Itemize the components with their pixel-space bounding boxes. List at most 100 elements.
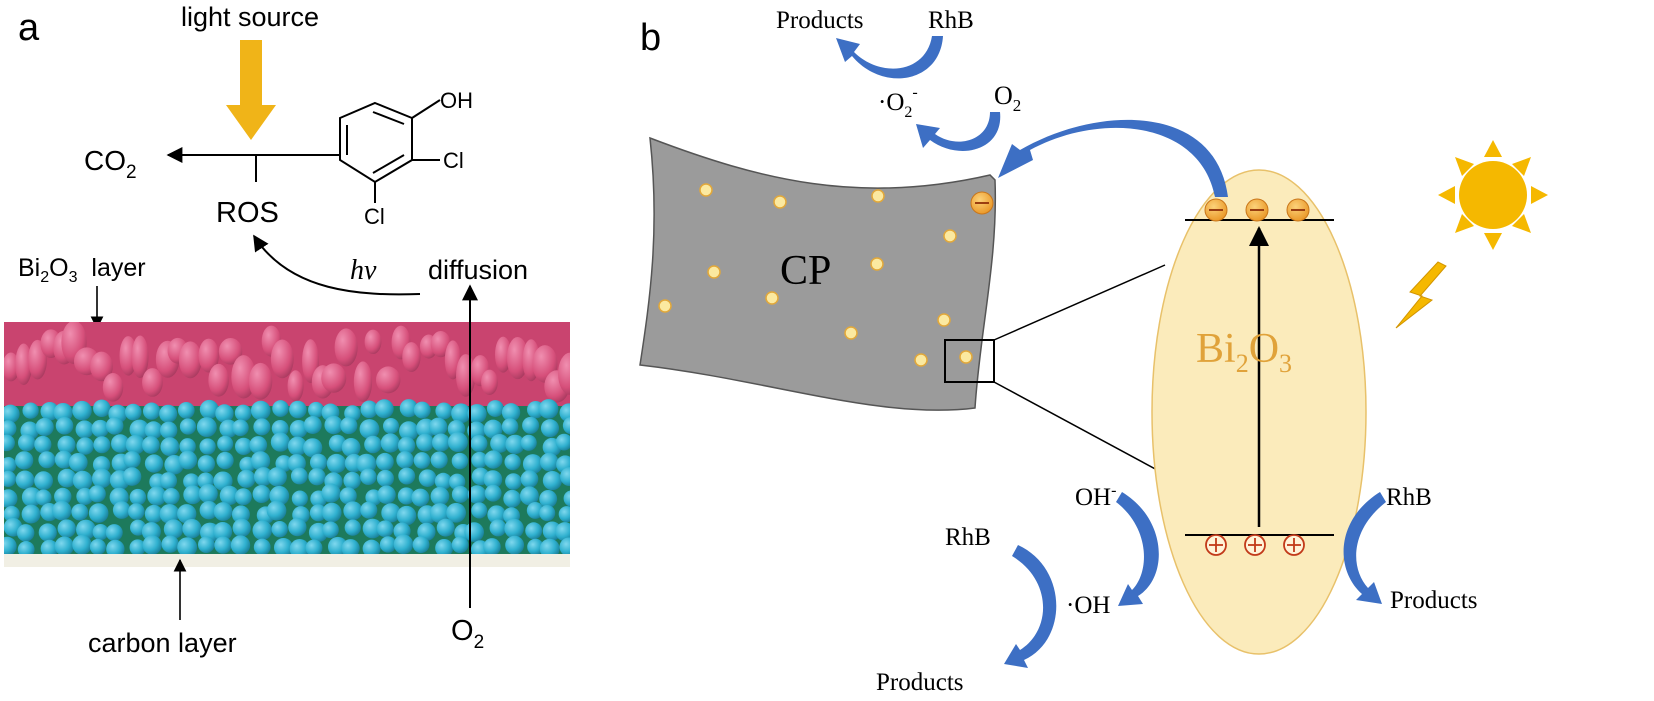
sun-icon bbox=[1438, 140, 1548, 250]
ros-label: ROS bbox=[216, 197, 279, 229]
carbon-sphere bbox=[213, 471, 233, 491]
carbon-sphere bbox=[563, 490, 570, 507]
panel-b-label: b bbox=[640, 17, 661, 59]
carbon-sphere bbox=[360, 501, 378, 519]
carbon-sphere bbox=[399, 399, 418, 418]
carbon-sphere bbox=[343, 471, 361, 490]
products-bottom-left-label: Products bbox=[876, 669, 964, 696]
electron-transfer-arrow bbox=[998, 119, 1228, 197]
carbon-sphere bbox=[253, 538, 271, 556]
carbon-sphere bbox=[53, 402, 73, 423]
o2-to-superoxide-arrow bbox=[916, 112, 1001, 151]
carbon-sphere bbox=[559, 403, 570, 423]
carbon-sphere bbox=[448, 473, 466, 491]
carbon-sphere bbox=[322, 521, 339, 539]
rhb-top-label: RhB bbox=[928, 7, 974, 34]
carbon-sphere bbox=[398, 467, 416, 485]
carbon-sphere bbox=[38, 451, 56, 469]
carbon-sphere bbox=[249, 436, 268, 454]
carbon-sphere bbox=[413, 452, 431, 469]
carbon-sphere bbox=[522, 454, 543, 474]
carbon-sphere bbox=[129, 488, 147, 506]
carbon-sphere bbox=[252, 520, 273, 541]
bi2o3-grain bbox=[198, 338, 219, 373]
carbon-sphere bbox=[4, 420, 17, 437]
carbon-sphere bbox=[381, 503, 401, 523]
carbon-sphere bbox=[527, 538, 544, 556]
carbon-sphere bbox=[397, 436, 416, 455]
carbon-sphere bbox=[91, 419, 109, 438]
products-top-label: Products bbox=[776, 7, 864, 34]
carbon-sphere bbox=[483, 470, 503, 489]
carbon-sphere bbox=[380, 433, 400, 453]
carbon-sphere bbox=[471, 502, 488, 519]
carbon-sphere bbox=[15, 470, 35, 490]
carbon-sphere bbox=[505, 473, 522, 490]
carbon-sphere bbox=[360, 468, 377, 485]
carbon-sphere bbox=[76, 437, 94, 455]
panel-a-label: a bbox=[18, 7, 40, 49]
carbon-sphere bbox=[377, 485, 396, 504]
material-slab bbox=[4, 322, 570, 567]
zoom-line-top bbox=[993, 264, 1166, 341]
products-bottom-right-label: Products bbox=[1390, 587, 1478, 614]
carbon-sphere bbox=[72, 470, 93, 491]
carbon-sphere bbox=[290, 467, 308, 485]
carbon-sphere bbox=[21, 504, 41, 524]
carbon-sphere bbox=[411, 488, 430, 507]
carbon-sphere bbox=[519, 486, 539, 506]
carbon-sphere bbox=[68, 452, 88, 472]
bi2o3-grain bbox=[364, 329, 382, 355]
carbon-sphere bbox=[436, 518, 455, 537]
carbon-sphere bbox=[309, 504, 327, 522]
carbon-sphere bbox=[197, 455, 216, 473]
carbon-sphere bbox=[303, 438, 323, 458]
carbon-sphere bbox=[271, 521, 288, 538]
carbon-sphere bbox=[343, 501, 363, 521]
carbon-sphere bbox=[504, 518, 524, 539]
rhb-to-products-right-arrow bbox=[1343, 492, 1386, 604]
carbon-sphere bbox=[539, 505, 556, 522]
carbon-sphere bbox=[4, 404, 20, 424]
carbon-sphere bbox=[470, 435, 488, 452]
carbon-sphere bbox=[217, 435, 234, 452]
carbon-sphere bbox=[199, 438, 216, 455]
carbon-layer-label: carbon layer bbox=[88, 628, 237, 658]
carbon-sphere bbox=[504, 453, 521, 471]
carbon-sphere bbox=[287, 436, 307, 456]
lightning-icon bbox=[1395, 261, 1447, 329]
carbon-sphere bbox=[52, 500, 72, 521]
cl-top-label: Cl bbox=[443, 148, 464, 173]
carbon-sphere bbox=[122, 467, 142, 486]
carbon-sphere bbox=[253, 418, 271, 436]
carbon-sphere bbox=[93, 436, 111, 454]
carbon-sphere bbox=[234, 404, 252, 422]
bi2o3-grain bbox=[402, 342, 421, 373]
bi2o3-grain bbox=[481, 369, 498, 395]
carbon-sphere bbox=[35, 417, 54, 437]
carbon-sphere bbox=[34, 435, 52, 454]
cp-electron bbox=[970, 191, 994, 215]
carbon-sphere bbox=[57, 519, 76, 538]
carbon-sphere bbox=[483, 538, 501, 556]
carbon-sphere bbox=[376, 469, 394, 487]
carbon-sphere bbox=[159, 472, 178, 490]
carbon-sphere bbox=[72, 535, 92, 555]
carbon-sphere bbox=[288, 517, 307, 537]
carbon-sphere bbox=[269, 485, 290, 506]
bi2o3-layer-label: Bi2O3 layer bbox=[18, 254, 146, 286]
carbon-sphere bbox=[92, 468, 112, 489]
carbon-sphere bbox=[341, 438, 361, 457]
bi2o3-grain bbox=[178, 341, 202, 379]
carbon-sphere bbox=[308, 468, 326, 486]
carbon-sphere bbox=[93, 399, 111, 418]
bi2o3-grain bbox=[15, 343, 33, 386]
carbon-sphere bbox=[308, 401, 325, 419]
carbon-sphere bbox=[451, 403, 471, 424]
carbon-sphere bbox=[22, 402, 39, 419]
carbon-sphere bbox=[4, 489, 18, 508]
carbon-sphere bbox=[291, 490, 308, 507]
carbon-sphere bbox=[250, 400, 271, 421]
hv-arrow bbox=[253, 234, 421, 296]
carbon-sphere bbox=[396, 451, 414, 469]
